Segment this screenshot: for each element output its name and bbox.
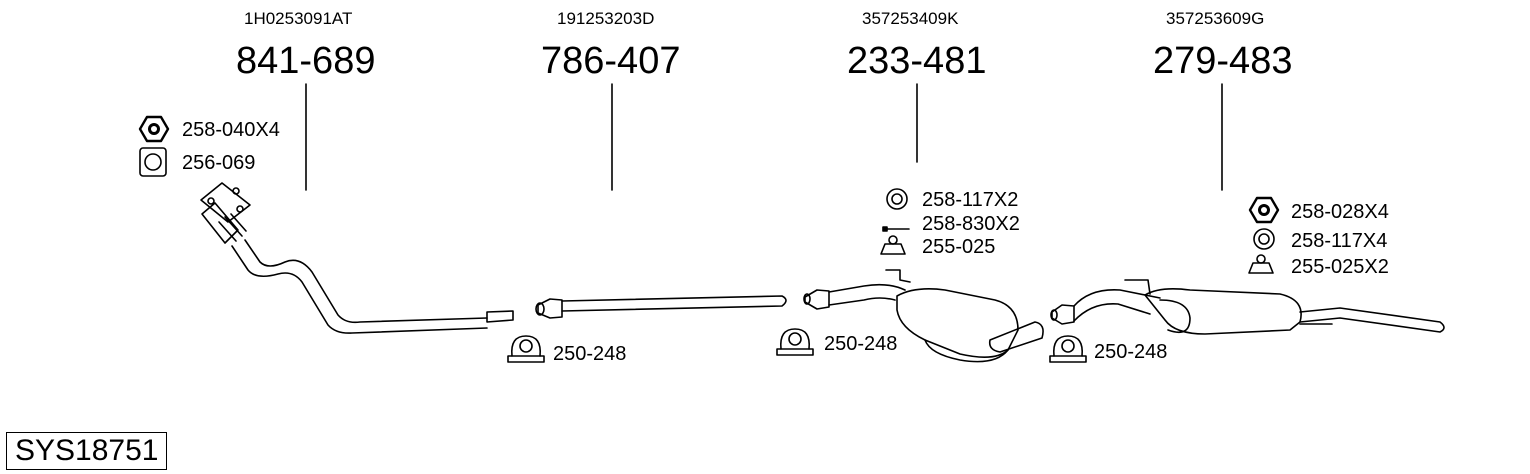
middle-pipe-786-407	[535, 295, 787, 319]
oem-number-2: 191253203D	[557, 9, 655, 28]
nut-icon-2	[1248, 196, 1280, 224]
front-pipe-841-689	[200, 182, 514, 334]
rubber-mount-icon-2	[1248, 254, 1274, 274]
accessory-label-mount-2[interactable]: 255-025X2	[1291, 256, 1389, 278]
oem-number-3: 357253409K	[862, 9, 959, 28]
accessory-label-clamp-2[interactable]: 250-248	[824, 333, 898, 355]
accessory-label-mount[interactable]: 255-025	[922, 236, 996, 258]
oem-number-1: 1H0253091AT	[244, 9, 353, 28]
oem-number-4: 357253609G	[1166, 9, 1265, 28]
accessory-label-gasket[interactable]: 256-069	[182, 152, 256, 174]
gasket-icon	[139, 147, 167, 177]
accessory-label-bolt[interactable]: 258-830X2	[922, 213, 1020, 235]
accessory-label-ring-2[interactable]: 258-117X4	[1291, 230, 1388, 252]
rear-muffler-279-483	[1050, 279, 1445, 335]
clamp-icon	[507, 335, 545, 363]
accessory-label-nut[interactable]: 258-040X4	[182, 119, 280, 141]
rubber-mount-icon	[880, 235, 906, 255]
accessory-label-clamp-3[interactable]: 250-248	[1094, 341, 1168, 363]
part-number-1[interactable]: 841-689	[236, 40, 376, 82]
part-number-2[interactable]: 786-407	[541, 40, 681, 82]
part-number-3[interactable]: 233-481	[847, 40, 987, 82]
center-muffler-233-481	[803, 269, 1044, 363]
accessory-label-nut-2[interactable]: 258-028X4	[1291, 201, 1389, 223]
part-number-4[interactable]: 279-483	[1153, 40, 1293, 82]
accessory-label-ring[interactable]: 258-117X2	[922, 189, 1019, 211]
ring-icon	[886, 188, 908, 210]
clamp-icon-3	[1049, 335, 1087, 363]
clamp-icon-2	[776, 328, 814, 356]
accessory-label-clamp-1[interactable]: 250-248	[553, 343, 627, 365]
system-code: SYS18751	[6, 432, 168, 470]
nut-icon	[138, 115, 170, 143]
bolt-icon	[882, 226, 910, 232]
ring-icon-2	[1253, 228, 1275, 250]
